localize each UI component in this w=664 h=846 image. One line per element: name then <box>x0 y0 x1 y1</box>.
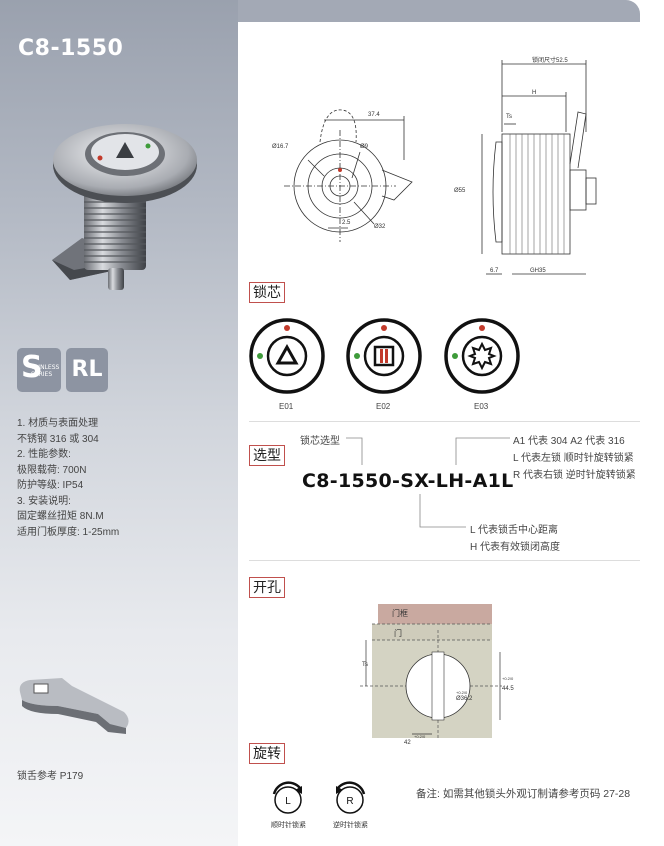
model-note: L 代表左锁 顺时针旋转锁紧 <box>513 453 634 464</box>
product-title: C8-1550 <box>18 36 124 61</box>
model-note: L 代表锁舌中心距离 <box>470 525 558 536</box>
spec-line: 1. 材质与表面处理 <box>17 418 99 429</box>
rotation-l: L <box>272 781 302 814</box>
dim-2-5: 2.5 <box>342 220 351 226</box>
core-e01 <box>249 318 325 394</box>
cutout-frame-label: 门框 <box>392 608 408 618</box>
dim-d32: Ø32 <box>374 224 386 230</box>
dim-gh35: GH35 <box>530 268 546 274</box>
stainless-text-2: SERIES <box>31 371 53 378</box>
dim-d16-7: Ø16.7 <box>272 144 289 150</box>
rotation-l-caption: 顺时针锁紧 <box>271 822 306 829</box>
dim-d55: Ø55 <box>454 188 466 194</box>
cutout-drawing: Ts 门框 门 Ø36.2 +0.2/0 44.5 +0.2/0 42 +0.2… <box>360 604 514 746</box>
model-code: C8-1550-SX-LH-A1L <box>302 470 514 492</box>
divider <box>249 421 640 422</box>
core-selection-label: 锁芯选型 <box>300 436 340 447</box>
rotation-l-letter: L <box>285 796 291 807</box>
section-rotation-title: 旋转 <box>249 743 285 764</box>
spec-line: 适用门板厚度: 1-25mm <box>17 526 120 538</box>
spec-line: 3. 安装说明: <box>17 495 71 507</box>
cutout-ts: Ts <box>362 662 368 668</box>
model-note: A1 代表 304 A2 代表 316 <box>513 436 625 447</box>
cutout-width-tolerance: +0.2/0 <box>414 734 426 739</box>
spec-line: 极限载荷: 700N <box>17 464 87 476</box>
model-note: R 代表右锁 逆时针旋转锁紧 <box>513 470 636 481</box>
cutout-width: 42 <box>404 740 411 746</box>
dim-overall: 锁闭尺寸52.5 <box>532 56 568 64</box>
section-core-title: 锁芯 <box>249 282 285 303</box>
side-view-drawing: 锁闭尺寸52.5 H Ts Ø55 6.7 GH35 <box>454 56 597 275</box>
spec-line: 固定螺丝扭矩 8N.M <box>17 511 104 522</box>
cutout-door-label: 门 <box>394 628 402 638</box>
section-model-title: 选型 <box>249 445 285 466</box>
dim-h: H <box>532 90 536 96</box>
tongue-reference: 锁舌参考 P179 <box>17 771 84 782</box>
core-code: E02 <box>376 402 391 411</box>
dim-ts: Ts <box>506 114 512 120</box>
footnote: 备注: 如需其他锁头外观订制请参考页码 27-28 <box>416 788 631 800</box>
spec-line: 防护等级: IP54 <box>17 480 84 491</box>
section-cutout-title: 开孔 <box>249 577 285 598</box>
cutout-dia: Ø36.2 <box>456 696 473 702</box>
rl-badge: RL <box>66 348 108 392</box>
rotation-r: R <box>336 781 366 814</box>
tongue-image <box>19 678 129 734</box>
cutout-height: 44.5 <box>502 686 514 692</box>
divider <box>249 560 640 561</box>
cutout-height-tolerance: +0.2/0 <box>502 676 514 681</box>
core-e03 <box>444 318 520 394</box>
cutout-dia-tolerance: +0.2/0 <box>456 690 468 695</box>
dim-37-4: 37.4 <box>368 112 380 118</box>
core-e02 <box>346 318 422 394</box>
rotation-r-letter: R <box>346 796 353 807</box>
top-bar <box>238 0 640 22</box>
model-note: H 代表有效锁闭高度 <box>470 542 560 553</box>
dim-d9: Ø9 <box>360 144 369 150</box>
rotation-r-caption: 逆时针锁紧 <box>333 822 368 829</box>
stainless-letter: S <box>21 350 43 385</box>
core-code: E01 <box>279 402 294 411</box>
core-code: E03 <box>474 402 489 411</box>
spec-line: 2. 性能参数: <box>17 449 71 460</box>
dim-6-7: 6.7 <box>490 268 499 274</box>
spec-line: 不锈钢 316 或 304 <box>17 433 99 445</box>
front-view-drawing: 37.4 Ø16.7 Ø9 Ø32 2.5 <box>272 109 413 242</box>
spec-list: 1. 材质与表面处理 不锈钢 316 或 304 2. 性能参数: 极限载荷: … <box>17 416 119 540</box>
product-image <box>52 124 197 290</box>
stainless-text-1: TAINLESS <box>31 364 60 371</box>
